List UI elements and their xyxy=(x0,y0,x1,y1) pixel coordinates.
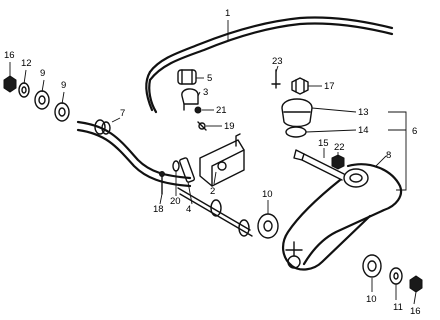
lower-control-arm xyxy=(282,163,403,271)
callout-13: 13 xyxy=(358,107,369,118)
callout-16: 16 xyxy=(410,306,421,317)
callout-10: 10 xyxy=(366,294,377,305)
leader-lines xyxy=(9,20,417,305)
callout-18: 18 xyxy=(153,204,164,215)
nut-16-left xyxy=(3,75,17,93)
callout-12: 12 xyxy=(21,58,32,69)
callout-23: 23 xyxy=(272,56,283,67)
bushing-10-bottom xyxy=(362,254,382,278)
washer-11 xyxy=(389,267,403,285)
clamp-3 xyxy=(181,88,199,111)
lower-rod-assembly xyxy=(177,157,253,237)
callout-15: 15 xyxy=(318,138,329,149)
callout-9: 9 xyxy=(61,80,66,91)
callout-8: 8 xyxy=(386,150,391,161)
washer-20 xyxy=(172,160,180,172)
stabilizer-bar xyxy=(145,16,394,114)
callout-10: 10 xyxy=(262,189,273,200)
callout-14: 14 xyxy=(358,125,369,136)
callout-3: 3 xyxy=(203,87,208,98)
bushing-5 xyxy=(177,69,197,85)
nut-21 xyxy=(194,106,202,114)
bolt-15 xyxy=(293,149,345,181)
pin-23 xyxy=(271,69,281,89)
dust-boot-13 xyxy=(281,98,313,128)
callout-22: 22 xyxy=(334,142,345,153)
castle-nut-17 xyxy=(291,77,309,95)
callout-20: 20 xyxy=(170,196,181,207)
callout-11: 11 xyxy=(393,302,403,313)
callout-19: 19 xyxy=(224,121,235,132)
callout-6: 6 xyxy=(412,126,417,137)
callout-1: 1 xyxy=(225,8,230,19)
callout-17: 17 xyxy=(324,81,335,92)
callout-9: 9 xyxy=(40,68,45,79)
bracket xyxy=(199,133,245,187)
callout-5: 5 xyxy=(207,73,212,84)
callout-2: 2 xyxy=(210,186,215,197)
snap-ring-14 xyxy=(285,126,307,138)
bushing-9-inner xyxy=(54,102,70,122)
callout-16: 16 xyxy=(4,50,15,61)
callout-4: 4 xyxy=(186,204,191,215)
bracket-6-lines xyxy=(388,111,407,191)
callout-labels: 1 16 12 9 9 5 3 21 19 7 23 17 13 14 6 15… xyxy=(4,8,421,317)
callout-7: 7 xyxy=(120,108,125,119)
radius-rod xyxy=(76,119,192,188)
callout-21: 21 xyxy=(216,105,227,116)
nut-16-right xyxy=(409,275,423,293)
bolt-19 xyxy=(197,121,207,131)
washer-12 xyxy=(18,82,30,98)
bushing-9-outer xyxy=(34,90,50,110)
bolt-18 xyxy=(159,171,165,195)
bushing-10-center xyxy=(257,213,279,239)
